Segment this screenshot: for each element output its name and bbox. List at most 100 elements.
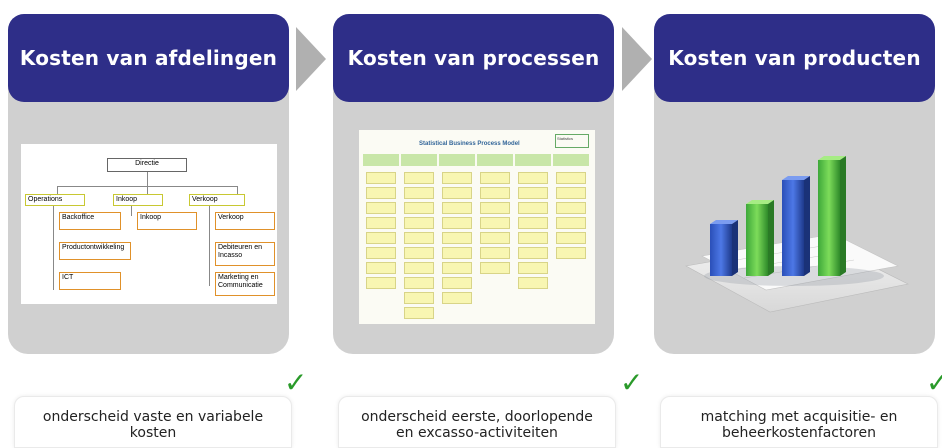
process-phase-chevron (401, 154, 437, 166)
process-step-cell (556, 172, 586, 184)
org-connector (147, 186, 148, 194)
panel-header: Kosten van producten (654, 14, 935, 102)
process-step-cell (480, 262, 510, 274)
org-label: Inkoop (140, 214, 162, 221)
org-label: ICT (62, 274, 74, 281)
process-step-cell (518, 172, 548, 184)
process-phase-chevron (477, 154, 513, 166)
panel-processen: Kosten van processen Statistical Busines… (333, 14, 614, 354)
org-inkoop: Inkoop (113, 194, 163, 206)
org-debiteuren: Debiteuren en Incasso (215, 242, 275, 266)
process-step-cell (366, 262, 396, 274)
process-step-cell (404, 247, 434, 259)
process-step-cell (366, 172, 396, 184)
process-step-cell (518, 232, 548, 244)
process-model-logo: Statistics (555, 134, 589, 148)
org-verkoop-child: Verkoop (215, 212, 275, 230)
org-inkoop-child: Inkoop (137, 212, 197, 230)
process-step-cell (480, 172, 510, 184)
process-model-image: Statistical Business Process Model Stati… (359, 130, 595, 324)
note-text: matching met acquisitie- en beheerkosten… (700, 409, 898, 441)
process-step-cell (366, 217, 396, 229)
process-step-cell (556, 187, 586, 199)
org-connector (209, 206, 210, 286)
process-step-cell (480, 202, 510, 214)
org-productontwikkeling: Productontwikkeling (59, 242, 131, 260)
org-connector (57, 186, 58, 194)
chart-bar (746, 204, 768, 276)
chart-bar-top (818, 156, 846, 160)
process-step-cell (556, 202, 586, 214)
process-phase-chevron (515, 154, 551, 166)
process-step-cell (366, 247, 396, 259)
process-step-cell (442, 292, 472, 304)
process-step-cell (556, 232, 586, 244)
org-chart-image: Directie Operations Inkoop Verkoop Backo… (21, 144, 277, 304)
process-step-cell (518, 202, 548, 214)
org-connector (237, 186, 238, 194)
process-phase-chevron (363, 154, 399, 166)
process-step-cell (366, 277, 396, 289)
process-step-cell (366, 202, 396, 214)
process-step-cell (518, 187, 548, 199)
chart-bar-top (782, 176, 810, 180)
chart-bar-top (710, 220, 738, 224)
process-step-cell (404, 202, 434, 214)
org-backoffice: Backoffice (59, 212, 121, 230)
org-root-label: Directie (135, 160, 159, 167)
process-step-cell (556, 247, 586, 259)
process-step-cell (518, 217, 548, 229)
org-label: Debiteuren en Incasso (218, 244, 262, 259)
panel-title: Kosten van producten (668, 46, 921, 70)
process-step-cell (480, 232, 510, 244)
arrow-right-icon (622, 27, 652, 91)
org-label: Inkoop (116, 196, 138, 203)
process-phase-chevron (553, 154, 589, 166)
process-step-cell (480, 187, 510, 199)
org-verkoop: Verkoop (189, 194, 245, 206)
process-step-cell (442, 202, 472, 214)
org-operations: Operations (25, 194, 85, 206)
process-step-cell (404, 187, 434, 199)
bar-chart-illustration (685, 156, 909, 313)
note-box: onderscheid vaste en variabele kosten (14, 396, 292, 448)
note-text: onderscheid eerste, doorlopende en excas… (361, 409, 593, 441)
process-step-cell (556, 217, 586, 229)
process-step-cell (442, 172, 472, 184)
process-step-cell (404, 307, 434, 319)
org-root: Directie (107, 158, 187, 172)
org-label: Operations (28, 196, 63, 203)
chart-bar-top (746, 200, 774, 204)
note-text: onderscheid vaste en variabele kosten (42, 409, 264, 441)
org-label: Backoffice (62, 214, 95, 221)
process-step-cell (480, 217, 510, 229)
process-step-cell (366, 187, 396, 199)
chart-bar-side (768, 200, 774, 276)
panel-header: Kosten van afdelingen (8, 14, 289, 102)
process-step-cell (404, 217, 434, 229)
panel-producten: Kosten van producten (654, 14, 935, 354)
process-step-cell (518, 262, 548, 274)
process-step-cell (404, 262, 434, 274)
process-step-cell (404, 277, 434, 289)
process-step-cell (480, 247, 510, 259)
process-phase-chevron (439, 154, 475, 166)
org-label: Marketing en Communicatie (218, 274, 263, 289)
process-step-cell (404, 292, 434, 304)
org-label: Verkoop (218, 214, 244, 221)
org-ict: ICT (59, 272, 121, 290)
org-connector (53, 206, 54, 290)
panel-afdelingen: Kosten van afdelingen Directie Operation… (8, 14, 289, 354)
chart-bar (818, 160, 840, 276)
chart-bar (710, 224, 732, 276)
check-icon: ✓ (284, 366, 308, 399)
org-label: Productontwikkeling (62, 244, 125, 251)
check-icon: ✓ (620, 366, 644, 399)
process-model-title: Statistical Business Process Model (419, 141, 520, 147)
panel-title: Kosten van afdelingen (19, 46, 278, 70)
note-box: onderscheid eerste, doorlopende en excas… (338, 396, 616, 448)
panel-title: Kosten van processen (347, 46, 600, 70)
process-step-cell (442, 232, 472, 244)
process-step-cell (518, 277, 548, 289)
arrow-right-icon (296, 27, 326, 91)
